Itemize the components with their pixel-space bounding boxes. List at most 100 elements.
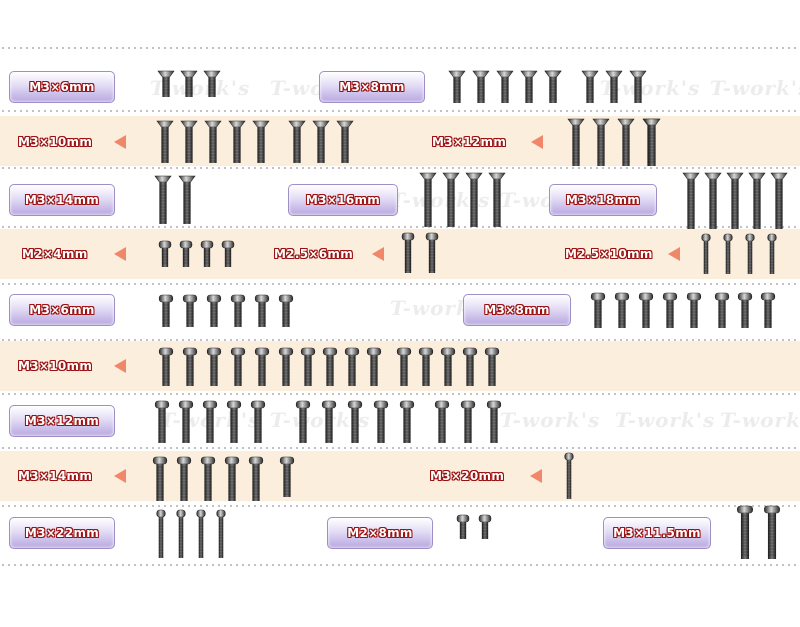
screw-icon (682, 172, 700, 229)
screw-icon (202, 400, 218, 443)
screw-icon (748, 172, 766, 229)
size-label: M3×11.5mm (613, 526, 701, 540)
pointer-arrow-icon (114, 135, 126, 149)
screw-icon (373, 400, 389, 443)
screw-icon (714, 292, 730, 328)
size-label-pill: M3×18mm (549, 184, 657, 216)
watermark-text: T-work's (710, 76, 800, 100)
screw-icon (196, 509, 206, 558)
screw-icon (226, 400, 242, 443)
screw-icon (206, 294, 222, 327)
screw-icon (179, 240, 193, 267)
size-label-pill: M3×22mm (9, 517, 115, 549)
size-label: M2×4mm (22, 247, 88, 261)
screw-icon (254, 347, 270, 386)
screw-icon (178, 400, 194, 443)
pointer-arrow-icon (531, 135, 543, 149)
size-label-pill: M3×12mm (9, 405, 115, 437)
screw-icon (462, 347, 478, 386)
size-label-plain: M3×14mm (18, 461, 92, 491)
screw-icon (488, 172, 506, 227)
screw-icon (396, 347, 412, 386)
pointer-arrow-icon (668, 247, 680, 261)
screw-icon (288, 120, 306, 163)
dotted-separator (0, 446, 800, 450)
shaded-band (0, 451, 800, 501)
screw-icon (638, 292, 654, 328)
size-label: M3×18mm (565, 193, 641, 207)
dotted-separator (0, 504, 800, 508)
screw-icon (203, 70, 221, 97)
screw-icon (154, 175, 172, 224)
screw-icon (484, 347, 500, 386)
size-label-plain: M3×10mm (18, 127, 92, 157)
size-label: M3×6mm (29, 303, 95, 317)
size-label: M3×8mm (484, 303, 550, 317)
size-label: M3×12mm (24, 414, 100, 428)
screw-icon (176, 456, 192, 501)
screw-icon (158, 294, 174, 327)
size-label-plain: M3×12mm (432, 127, 506, 157)
screw-icon (767, 233, 777, 274)
screw-icon (686, 292, 702, 328)
screw-icon (418, 347, 434, 386)
screw-icon (662, 292, 678, 328)
screw-icon (448, 70, 466, 103)
screw-icon (300, 347, 316, 386)
pointer-arrow-icon (114, 469, 126, 483)
screw-icon (204, 120, 222, 163)
screw-icon (182, 347, 198, 386)
screw-icon (178, 175, 196, 224)
size-label: M3×6mm (29, 80, 95, 94)
screw-icon (254, 294, 270, 327)
screw-icon (278, 294, 294, 327)
screw-icon (465, 172, 483, 227)
screw-icon (434, 400, 450, 443)
screw-icon (322, 347, 338, 386)
size-label-pill: M3×16mm (288, 184, 398, 216)
size-label-pill: M2×8mm (327, 517, 433, 549)
screw-icon (581, 70, 599, 103)
screw-icon (224, 456, 240, 501)
watermark-text: T-work's (720, 408, 800, 432)
screw-icon (737, 505, 753, 559)
screw-icon (366, 347, 382, 386)
screw-icon (156, 509, 166, 558)
screw-icon (248, 456, 264, 501)
screw-icon (567, 118, 585, 166)
screw-icon (200, 456, 216, 501)
shaded-band (0, 116, 800, 166)
screw-icon (250, 400, 266, 443)
screw-icon (336, 120, 354, 163)
dotted-separator (0, 392, 800, 396)
size-label: M3×14mm (24, 193, 100, 207)
size-label: M3×8mm (339, 80, 405, 94)
size-label-pill: M3×14mm (9, 184, 115, 216)
size-label: M2.5×6mm (274, 247, 354, 261)
screw-icon (592, 118, 610, 166)
screw-icon (278, 347, 294, 386)
screw-icon (152, 456, 168, 501)
size-label: M3×16mm (305, 193, 381, 207)
screw-icon (228, 120, 246, 163)
screw-icon (460, 400, 476, 443)
dotted-separator (0, 225, 800, 229)
screw-icon (180, 70, 198, 97)
screw-icon (230, 294, 246, 327)
screw-icon (158, 240, 172, 267)
dotted-separator (0, 282, 800, 286)
size-label: M3×10mm (18, 359, 93, 373)
screw-icon (478, 514, 492, 539)
screw-icon (154, 400, 170, 443)
watermark-text: T-work's (615, 408, 716, 432)
dotted-separator (0, 166, 800, 170)
screw-icon (564, 452, 574, 499)
screw-icon (216, 509, 226, 558)
screw-icon (180, 120, 198, 163)
screw-icon (176, 509, 186, 558)
size-label-plain: M2.5×10mm (565, 239, 653, 269)
size-label-pill: M3×6mm (9, 294, 115, 326)
size-label-plain: M2×4mm (22, 239, 88, 269)
screw-icon (200, 240, 214, 267)
screw-icon (230, 347, 246, 386)
